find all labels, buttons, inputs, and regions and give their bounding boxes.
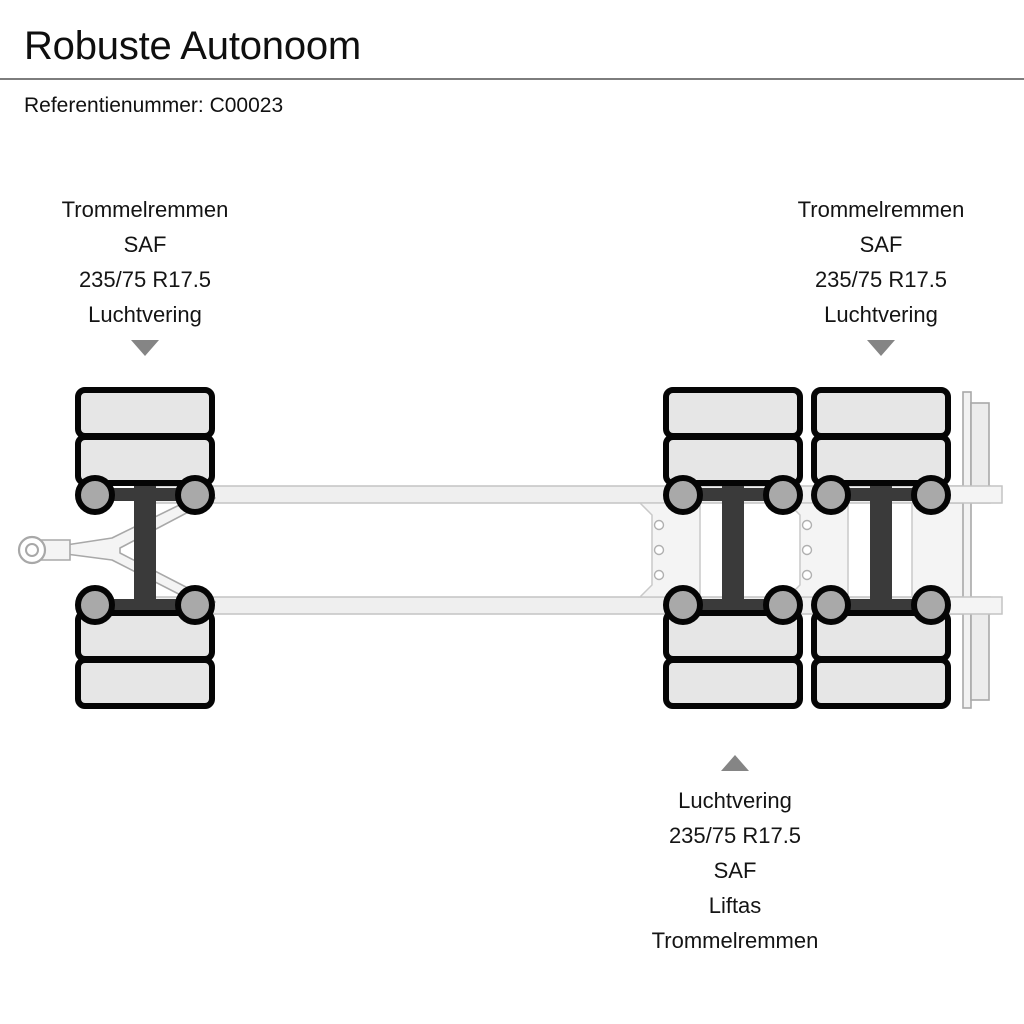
callout-bottom-line-2: 235/75 R17.5 (668, 823, 802, 848)
tire-rear2-left-outer (811, 387, 951, 439)
tire-rear1-right-outer (663, 657, 803, 709)
page-title: Robuste Autonoom (24, 24, 362, 68)
axle-bar-upper (676, 488, 790, 501)
hub-front-upper-left (75, 475, 115, 515)
tire-front-left-inner (75, 434, 215, 486)
chassis-tail-plate (911, 502, 966, 598)
pointer-down-icon-front-axle (131, 340, 159, 356)
callout-front-line-3: 235/75 R17.5 (78, 267, 212, 292)
title-divider (0, 78, 1024, 80)
axle-bar-lower (676, 599, 790, 612)
hub-rear2-upper-left (811, 475, 851, 515)
callout-rear-bogie: Luchtvering 235/75 R17.5 SAF Liftas Trom… (590, 783, 880, 958)
callout-front-line-1: Trommelremmen (61, 197, 229, 222)
callout-front-axle: Trommelremmen SAF 235/75 R17.5 Luchtveri… (0, 192, 290, 332)
reference-number: Referentienummer: C00023 (24, 94, 284, 117)
pointer-up-icon-rear-bogie (721, 755, 749, 771)
bolt-hole (801, 569, 813, 581)
axle-bar-upper (88, 488, 202, 501)
bolt-hole (801, 544, 813, 556)
callout-rear-right-line-2: SAF (859, 232, 903, 257)
callout-front-line-2: SAF (123, 232, 167, 257)
rear-vertical-post (962, 391, 972, 709)
chassis-frame (149, 485, 991, 615)
callout-rear-right-line-1: Trommelremmen (797, 197, 965, 222)
tire-front-right-outer (75, 657, 215, 709)
hub-rear2-lower-left (811, 585, 851, 625)
callout-rear-right-line-4: Luchtvering (824, 302, 938, 327)
bolt-hole (653, 544, 665, 556)
hub-front-lower-right (175, 585, 215, 625)
hub-rear1-lower-right (763, 585, 803, 625)
tire-front-left-outer (75, 387, 215, 439)
pointer-down-icon-rear-axle (867, 340, 895, 356)
rear-mudguard-top (970, 402, 990, 494)
hub-rear1-lower-left (663, 585, 703, 625)
bolt-hole (653, 569, 665, 581)
hub-rear2-lower-right (911, 585, 951, 625)
tire-rear1-left-inner (663, 434, 803, 486)
hub-rear1-upper-left (663, 475, 703, 515)
callout-bottom-line-1: Luchtvering (678, 788, 792, 813)
axle-beam-vertical (134, 480, 156, 620)
callout-bottom-line-3: SAF (713, 858, 757, 883)
bogie-web-plate-2 (786, 502, 849, 598)
rear-mudguard-bottom (970, 609, 990, 701)
rear-bumper-assembly (939, 391, 1003, 709)
tire-rear2-left-inner (811, 434, 951, 486)
tow-eye-ring-inner (25, 543, 39, 557)
callout-bottom-line-4: Liftas (708, 893, 762, 918)
hub-front-lower-left (75, 585, 115, 625)
tire-rear1-left-outer (663, 387, 803, 439)
hub-rear1-upper-right (763, 475, 803, 515)
axle-beam-vertical (870, 480, 892, 620)
hub-rear2-upper-right (911, 475, 951, 515)
callout-rear-axle-right: Trommelremmen SAF 235/75 R17.5 Luchtveri… (736, 192, 1024, 332)
axle-group-rear-1 (663, 387, 803, 709)
callout-bottom-line-5: Trommelremmen (651, 928, 819, 953)
axle-group-front (75, 387, 215, 709)
axle-bar-upper (824, 488, 938, 501)
bolt-hole (653, 519, 665, 531)
bogie-web-plate-1 (638, 502, 701, 598)
axle-beam-vertical (722, 480, 744, 620)
callout-front-line-4: Luchtvering (88, 302, 202, 327)
callout-rear-right-line-3: 235/75 R17.5 (814, 267, 948, 292)
bolt-hole (801, 519, 813, 531)
tire-rear2-right-outer (811, 657, 951, 709)
hub-front-upper-right (175, 475, 215, 515)
trailer-diagram (0, 370, 1024, 730)
axle-bar-lower (88, 599, 202, 612)
axle-bar-lower (824, 599, 938, 612)
axle-group-rear-2 (811, 387, 951, 709)
